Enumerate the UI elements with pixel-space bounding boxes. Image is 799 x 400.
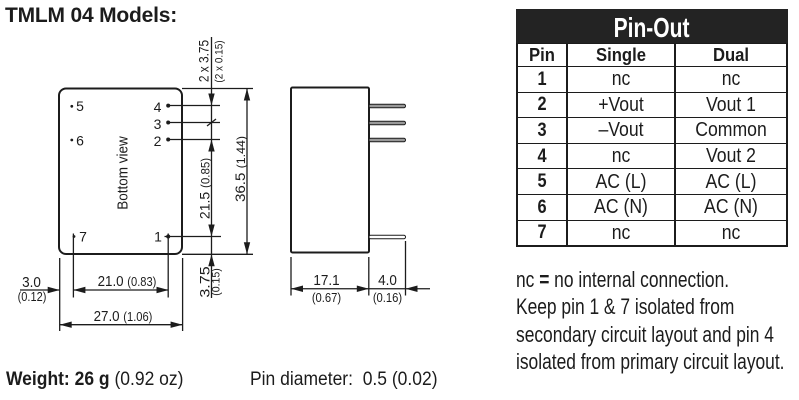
svg-text:7: 7 xyxy=(79,229,87,245)
svg-text:6: 6 xyxy=(76,133,84,149)
svg-text:(0.67): (0.67) xyxy=(312,290,341,305)
svg-text:5: 5 xyxy=(76,98,84,114)
svg-text:17.1: 17.1 xyxy=(313,272,339,289)
svg-text:Bottom view: Bottom view xyxy=(115,136,132,210)
svg-text:3.0: 3.0 xyxy=(22,274,41,291)
svg-text:2 x 3.75: 2 x 3.75 xyxy=(196,40,212,82)
svg-text:21.0 (0.83): 21.0 (0.83) xyxy=(98,273,157,290)
svg-text:27.0 (1.06): 27.0 (1.06) xyxy=(94,308,153,325)
svg-text:4.0: 4.0 xyxy=(378,272,397,289)
svg-text:(0.12): (0.12) xyxy=(18,290,47,304)
svg-text:21.5 (0.85): 21.5 (0.85) xyxy=(197,158,213,219)
svg-text:(0.15): (0.15) xyxy=(210,268,222,296)
svg-text:2: 2 xyxy=(154,133,162,149)
svg-text:(2 x 0.15): (2 x 0.15) xyxy=(213,40,226,82)
svg-text:4: 4 xyxy=(154,99,162,115)
svg-text:1: 1 xyxy=(154,229,162,245)
svg-text:(0.16): (0.16) xyxy=(373,290,402,305)
svg-text:3.75: 3.75 xyxy=(197,266,213,297)
svg-text:3: 3 xyxy=(154,116,162,132)
svg-text:36.5 (1.44): 36.5 (1.44) xyxy=(233,136,248,202)
